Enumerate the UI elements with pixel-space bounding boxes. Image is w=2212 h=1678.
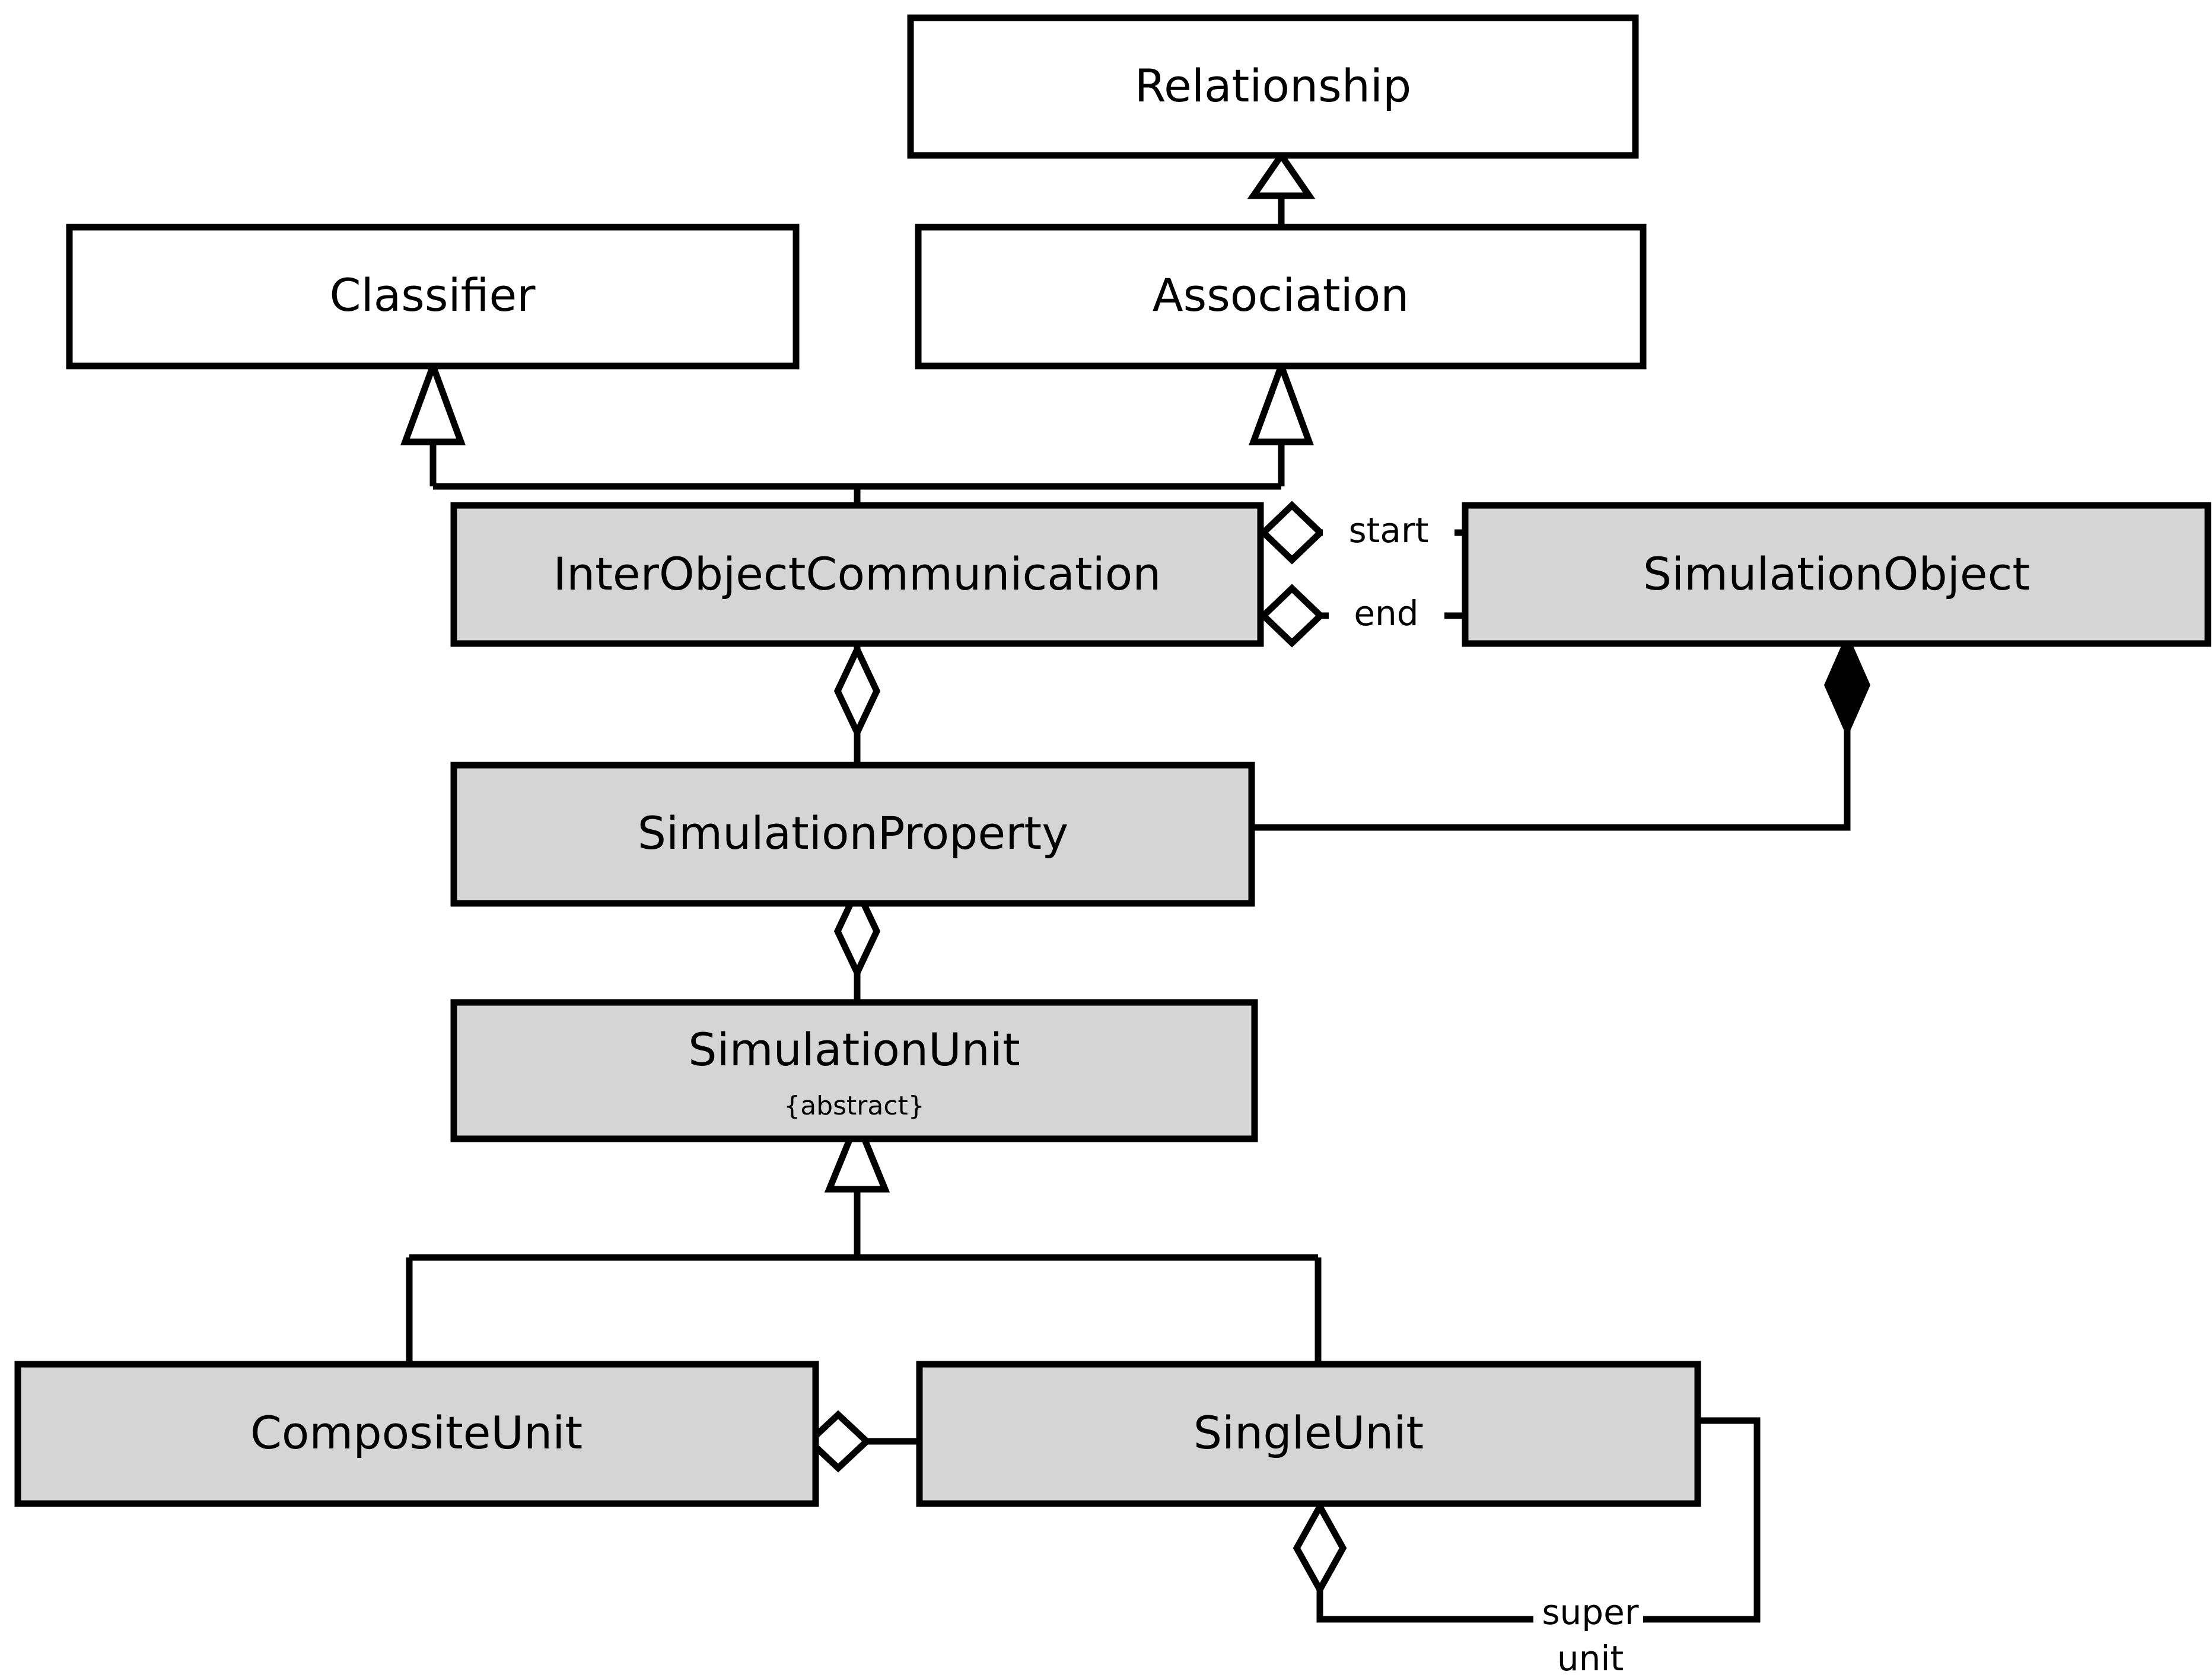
edge-label-end: end — [1354, 593, 1418, 633]
class-label-association: Association — [1153, 269, 1409, 321]
edge-interobject-to-association — [1249, 356, 1314, 486]
edge-units-to-simunit-generalization — [406, 1112, 1322, 1364]
class-box-interobjectcommunication[interactable]: InterObjectCommunication — [450, 502, 1264, 647]
class-label-singleunit: SingleUnit — [1193, 1406, 1424, 1459]
class-box-association[interactable]: Association — [915, 224, 1647, 370]
edge-simproperty-to-simunit — [833, 882, 881, 1005]
edge-singleunit-super-unit-self-loop — [1293, 1417, 1761, 1623]
edge-interobject-to-simproperty — [833, 642, 881, 768]
class-box-simulationobject[interactable]: SimulationObject — [1462, 502, 2211, 647]
class-label-simulationproperty: SimulationProperty — [638, 807, 1068, 859]
class-label-interobjectcommunication: InterObjectCommunication — [553, 547, 1161, 600]
class-label-simulationunit: SimulationUnit — [688, 1023, 1020, 1076]
edge-interobject-to-classifier — [400, 356, 466, 486]
class-box-simulationproperty[interactable]: SimulationProperty — [450, 762, 1255, 907]
class-box-classifier[interactable]: Classifier — [66, 224, 800, 370]
class-box-singleunit[interactable]: SingleUnit — [916, 1361, 1701, 1507]
edge-label-start: start — [1348, 510, 1428, 550]
class-box-compositeunit[interactable]: CompositeUnit — [14, 1361, 819, 1507]
edge-label-group-start: start — [1323, 510, 1454, 554]
class-label-compositeunit: CompositeUnit — [250, 1406, 583, 1459]
edge-label-super: super — [1542, 1592, 1638, 1632]
class-box-simulationunit[interactable]: SimulationUnit {abstract} — [450, 999, 1258, 1142]
edge-label-group-end: end — [1329, 593, 1444, 637]
edge-label-unit: unit — [1557, 1638, 1624, 1678]
edge-compositeunit-to-singleunit — [804, 1410, 919, 1473]
edge-simobject-composition-simproperty — [1252, 632, 1871, 831]
class-box-relationship[interactable]: Relationship — [907, 14, 1639, 159]
edge-association-to-relationship — [1247, 149, 1316, 227]
class-label-simulationobject: SimulationObject — [1643, 547, 2030, 600]
class-label-classifier: Classifier — [330, 269, 536, 321]
class-label-relationship: Relationship — [1135, 59, 1412, 112]
edge-label-group-super-unit: super unit — [1542, 1592, 1638, 1678]
class-stereotype-simulationunit: {abstract} — [784, 1091, 925, 1121]
